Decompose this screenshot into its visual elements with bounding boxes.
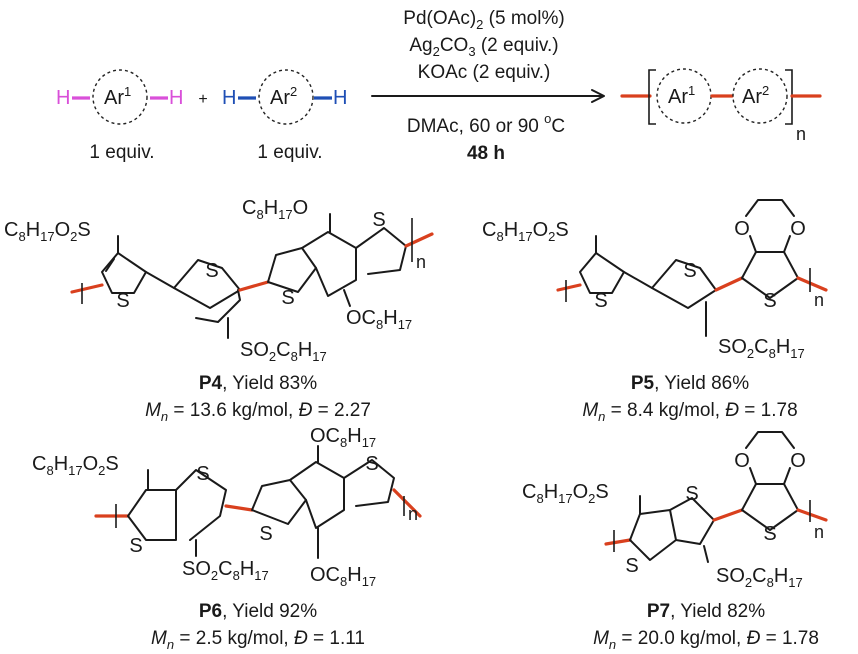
svg-text:S: S bbox=[365, 453, 378, 475]
h-atom-left: H bbox=[222, 87, 236, 109]
svg-text:S: S bbox=[281, 287, 294, 309]
h-atom-right: H bbox=[333, 87, 347, 109]
svg-text:S: S bbox=[129, 535, 142, 557]
arrow-head bbox=[591, 89, 605, 103]
structure-p6: S S C8H17O2S SO2C8H17 S S OC8H17 OC8H17 … bbox=[32, 425, 422, 589]
svg-text:n: n bbox=[408, 504, 418, 524]
p5-yield: P5, Yield 86% bbox=[631, 373, 749, 394]
svg-text:S: S bbox=[196, 463, 209, 485]
p5-mn: Mn = 8.4 kg/mol, Đ = 1.78 bbox=[582, 400, 797, 424]
time-text: 48 h bbox=[467, 143, 505, 164]
repeat-n: n bbox=[796, 124, 806, 144]
svg-text:O: O bbox=[790, 450, 806, 472]
reactant-1: H Ar1 H 1 equiv. bbox=[56, 69, 183, 163]
p4-alkoxy-bottom: OC8H17 bbox=[346, 307, 412, 332]
svg-text:S: S bbox=[259, 523, 272, 545]
reactant-2: H Ar2 H 1 equiv. bbox=[222, 69, 347, 163]
bracket-left bbox=[648, 69, 656, 125]
product-polymer: Ar1 Ar2 n bbox=[620, 68, 822, 144]
p6-yield: P6, Yield 92% bbox=[199, 601, 317, 622]
p7-sulfonyl-top: C8H17O2S bbox=[522, 481, 609, 506]
h-atom-left: H bbox=[56, 87, 70, 109]
p4-yield: P4, Yield 83% bbox=[199, 373, 317, 394]
reactant2-equiv: 1 equiv. bbox=[257, 142, 322, 163]
ar2-label: Ar2 bbox=[270, 84, 297, 109]
product-ar1: Ar1 bbox=[668, 83, 695, 108]
h-atom-right: H bbox=[169, 87, 183, 109]
p4-mn: Mn = 13.6 kg/mol, Đ = 2.27 bbox=[145, 400, 371, 424]
p5-sulfonyl-left: C8H17O2S bbox=[482, 219, 569, 244]
p5-sulfonyl-bottom: SO2C8H17 bbox=[718, 336, 805, 361]
base-text: KOAc (2 equiv.) bbox=[418, 62, 551, 83]
svg-text:S: S bbox=[372, 209, 385, 231]
svg-text:S: S bbox=[683, 260, 696, 282]
svg-text:S: S bbox=[205, 260, 218, 282]
svg-text:O: O bbox=[734, 450, 750, 472]
structure-p4: S C8H17O2S S SO2C8H17 S S C8H17O OC8H17 … bbox=[4, 197, 434, 364]
p4-alkoxy-top: C8H17O bbox=[242, 197, 308, 222]
svg-text:S: S bbox=[763, 523, 776, 545]
p7-mn: Mn = 20.0 kg/mol, Đ = 1.78 bbox=[593, 628, 819, 652]
product-ar2: Ar2 bbox=[742, 83, 769, 108]
oxidant-text: Ag2CO3 (2 equiv.) bbox=[409, 35, 558, 59]
p7-sulfonyl-bottom: SO2C8H17 bbox=[716, 565, 803, 590]
structure-p5: S C8H17O2S S SO2C8H17 S O O n bbox=[482, 199, 828, 361]
ar2-ring bbox=[258, 69, 314, 125]
svg-text:O: O bbox=[790, 218, 806, 240]
svg-text:n: n bbox=[814, 522, 824, 542]
ar1-label: Ar1 bbox=[104, 84, 131, 109]
p6-sulfonyl-bottom: SO2C8H17 bbox=[182, 558, 269, 583]
ar1-ring bbox=[92, 69, 148, 125]
svg-text:S: S bbox=[116, 290, 129, 312]
reactant1-equiv: 1 equiv. bbox=[89, 142, 154, 163]
p6-alkoxy-bottom: OC8H17 bbox=[310, 564, 376, 589]
svg-text:S: S bbox=[763, 290, 776, 312]
svg-text:S: S bbox=[594, 290, 607, 312]
p4-sulfonyl-left: C8H17O2S bbox=[4, 219, 91, 244]
p4-sulfonyl-bottom: SO2C8H17 bbox=[240, 339, 327, 364]
catalyst-text: Pd(OAc)2 (5 mol%) bbox=[403, 8, 564, 32]
svg-text:S: S bbox=[685, 483, 698, 505]
plus-sign: + bbox=[198, 91, 207, 108]
p6-mn: Mn = 2.5 kg/mol, Đ = 1.11 bbox=[151, 628, 365, 652]
structure-p7: S S C8H17O2S SO2C8H17 S O O n bbox=[522, 431, 828, 590]
svg-text:S: S bbox=[625, 555, 638, 577]
p6-alkoxy-top: OC8H17 bbox=[310, 425, 376, 450]
svg-text:n: n bbox=[416, 252, 426, 272]
p6-sulfonyl-top: C8H17O2S bbox=[32, 453, 119, 478]
svg-text:O: O bbox=[734, 218, 750, 240]
p7-yield: P7, Yield 82% bbox=[647, 601, 765, 622]
reaction-conditions: Pd(OAc)2 (5 mol%) Ag2CO3 (2 equiv.) KOAc… bbox=[371, 8, 605, 164]
svg-text:n: n bbox=[814, 290, 824, 310]
solvent-text: DMAc, 60 or 90 oC bbox=[407, 111, 565, 137]
